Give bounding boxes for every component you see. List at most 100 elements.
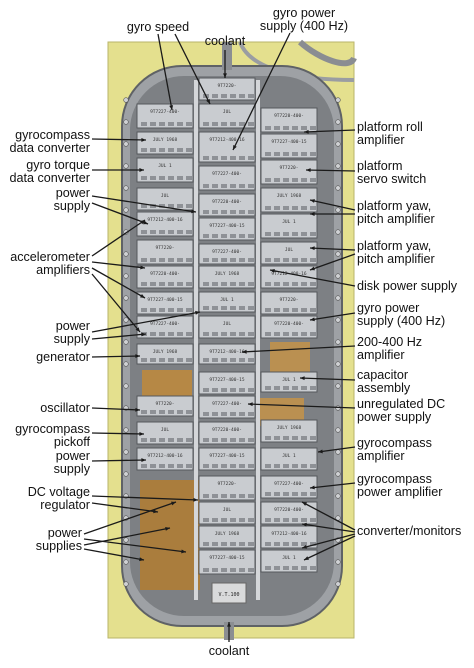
module-box: JUL xyxy=(198,501,256,525)
leader-line xyxy=(309,482,356,489)
arrowhead-icon xyxy=(153,509,158,514)
arrowhead-icon xyxy=(191,209,196,214)
label-platform-yaw-pitch-amplifier-2: platform yaw,pitch amplifier xyxy=(357,240,473,266)
leader-line xyxy=(305,169,356,172)
module-box: 9T7212-400-16 xyxy=(198,131,256,163)
leader-line xyxy=(91,407,141,411)
module-box: 9T7227-400- xyxy=(198,395,256,419)
label-line: supply xyxy=(53,332,90,346)
module-label: JUL 1 xyxy=(220,297,234,303)
module-box: JUL 1 xyxy=(260,371,318,393)
label-coolant-top: coolant xyxy=(195,35,255,48)
label-line: supplies xyxy=(35,539,82,553)
arrowhead-icon xyxy=(310,317,315,322)
leader-line xyxy=(91,138,147,141)
label-line: platform roll xyxy=(357,120,423,134)
module-box: JUL xyxy=(136,421,194,445)
module-label: 9T7220- xyxy=(218,83,237,89)
module-label: 9T7227-400-15 xyxy=(147,297,183,303)
module-box: 9T7227-400- xyxy=(260,475,318,499)
label-coolant-bottom: coolant xyxy=(199,645,259,658)
bolt-icon xyxy=(335,559,341,565)
module-box: 9T7220-400- xyxy=(198,421,256,445)
interior-copper xyxy=(142,370,192,400)
module-box: 9T7212-400-16 xyxy=(198,343,256,365)
label-line: coolant xyxy=(208,644,250,658)
bolt-icon xyxy=(123,317,129,323)
label-line: amplifier xyxy=(357,449,405,463)
arrowhead-icon xyxy=(300,376,305,381)
label-generator: generator xyxy=(0,351,90,364)
bolt-icon xyxy=(123,339,129,345)
module-label: JULY 1968 xyxy=(215,271,240,277)
label-line: power xyxy=(55,186,90,200)
module-label: 9T7212-400-16 xyxy=(209,137,245,143)
leader-line xyxy=(91,311,201,333)
module-label: 9T7227-400-15 xyxy=(271,139,307,145)
leader-line xyxy=(91,502,159,513)
label-line: assembly xyxy=(357,381,411,395)
label-line: pitch amplifier xyxy=(357,212,435,226)
arrowhead-icon xyxy=(195,310,200,315)
arrowhead-icon xyxy=(302,544,307,549)
module-label: 9T7227-400-15 xyxy=(209,223,245,229)
label-line: gyro power xyxy=(357,301,420,315)
module-box: JULY 1968 xyxy=(198,525,256,549)
coolant-pipe xyxy=(297,39,357,67)
arrowhead-icon xyxy=(139,557,144,562)
label-line: pitch amplifier xyxy=(357,252,435,266)
bolt-icon xyxy=(335,295,341,301)
bolt-icon xyxy=(335,141,341,147)
bolt-icon xyxy=(335,119,341,125)
module-box: 9T7227-400-15 xyxy=(198,549,256,575)
bolt-icon xyxy=(123,383,129,389)
arrowhead-icon xyxy=(141,137,146,142)
module-box: 9T7220-400- xyxy=(198,193,256,217)
bolt-icon xyxy=(335,97,341,103)
bolt-icon xyxy=(335,339,341,345)
bolt-icon xyxy=(123,185,129,191)
arrowhead-icon xyxy=(139,431,144,436)
bottom-tag-text: V.T.100 xyxy=(218,592,239,598)
module-label: 9T7220-400- xyxy=(212,199,242,205)
leader-line xyxy=(91,432,145,435)
arrowhead-icon xyxy=(306,168,311,173)
arrowhead-icon xyxy=(135,407,140,412)
module-box: JUL 1 xyxy=(260,549,318,573)
label-line: platform yaw, xyxy=(357,239,432,253)
arrowhead-icon xyxy=(193,497,198,502)
arrowhead-icon xyxy=(270,268,275,273)
module-label: 9T7220- xyxy=(156,245,175,251)
arrowhead-icon xyxy=(171,501,176,506)
label-line: generator xyxy=(36,350,90,364)
module-label: 9T7227-400-15 xyxy=(209,377,245,383)
bolt-icon xyxy=(335,361,341,367)
arrowhead-icon xyxy=(227,622,231,627)
module-label: 9T7227-400- xyxy=(212,171,242,177)
module-label: 9T7220-400- xyxy=(150,271,180,277)
module-box: JUL 1 xyxy=(260,213,318,239)
arrowhead-icon xyxy=(206,99,210,104)
label-oscillator: oscillator xyxy=(0,402,90,415)
label-line: gyrocompass xyxy=(357,472,432,486)
label-line: gyro torque xyxy=(26,158,90,172)
bottom-tag xyxy=(211,582,247,604)
label-line: converter/monitors xyxy=(357,524,462,538)
arrowhead-icon xyxy=(141,458,146,463)
label-line: data converter xyxy=(9,141,90,155)
label-line: oscillator xyxy=(40,401,90,415)
module-label: JULY 1968 xyxy=(277,193,302,199)
label-line: power amplifier xyxy=(357,485,443,499)
arrowhead-icon xyxy=(139,168,144,172)
label-line: platform yaw, xyxy=(357,199,432,213)
arrowhead-icon xyxy=(310,485,315,490)
module-box: JULY 1968 xyxy=(260,187,318,213)
module-label: JUL 1 xyxy=(158,163,172,169)
leader-line xyxy=(83,548,145,561)
bolt-icon xyxy=(335,185,341,191)
